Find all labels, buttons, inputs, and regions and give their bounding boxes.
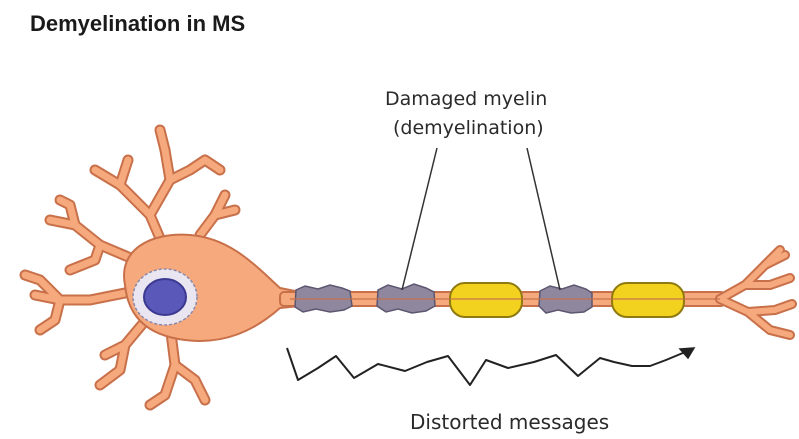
distorted-signal bbox=[287, 348, 694, 385]
diagram-title: Demyelination in MS bbox=[30, 11, 245, 36]
nucleus bbox=[133, 269, 197, 325]
neuron-cell-icon bbox=[25, 130, 792, 405]
damaged-myelin-label-line2: (demyelination) bbox=[393, 117, 544, 139]
distorted-signal-line bbox=[287, 348, 690, 385]
damaged-myelin-label-line1: Damaged myelin bbox=[385, 88, 547, 110]
distorted-messages-label: Distorted messages bbox=[410, 410, 609, 434]
leader-line-left bbox=[402, 148, 437, 290]
leader-line-right bbox=[527, 148, 560, 290]
axon-terminals-fill bbox=[720, 250, 792, 335]
